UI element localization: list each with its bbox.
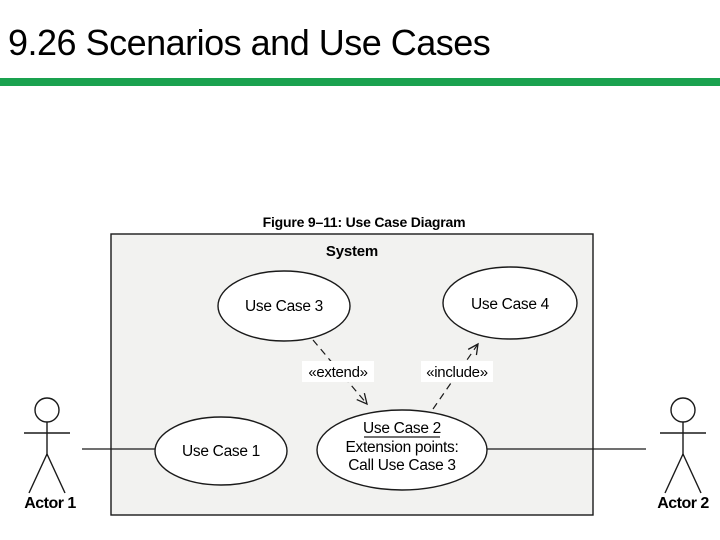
actor1-head (34, 397, 60, 423)
extend-label-bg (302, 361, 374, 382)
label-use-case-3: Use Case 3 (245, 298, 323, 315)
uc2-name: Use Case 2 (363, 420, 441, 437)
uc2-extension-points: Extension points: (346, 439, 459, 456)
include-label-bg (421, 361, 493, 382)
extend-label: «extend» (308, 364, 367, 381)
actor2-leg-left (664, 453, 684, 494)
system-label: System (326, 243, 378, 260)
actor1-leg-right (46, 453, 66, 494)
include-label: «include» (426, 364, 488, 381)
ellipse-use-case-2 (316, 409, 488, 491)
actor1-figure: Actor 1 (24, 397, 77, 512)
ellipse-use-case-3 (217, 270, 351, 342)
label-use-case-1: Use Case 1 (182, 443, 260, 460)
actor2-head (670, 397, 696, 423)
actor2-label: Actor 2 (657, 495, 709, 512)
actor1-leg-left (28, 453, 48, 494)
actor2-figure: Actor 2 (657, 397, 710, 512)
figure-caption: Figure 9–11: Use Case Diagram (263, 214, 466, 230)
uc2-extension-value: Call Use Case 3 (348, 457, 456, 474)
actor1-label: Actor 1 (24, 495, 76, 512)
ellipse-use-case-4 (442, 266, 578, 340)
label-use-case-4: Use Case 4 (471, 296, 550, 313)
actor2-leg-right (682, 453, 702, 494)
slide-title: 9.26 Scenarios and Use Cases (8, 22, 491, 63)
title-divider (0, 78, 720, 86)
ellipse-use-case-1 (154, 416, 288, 486)
